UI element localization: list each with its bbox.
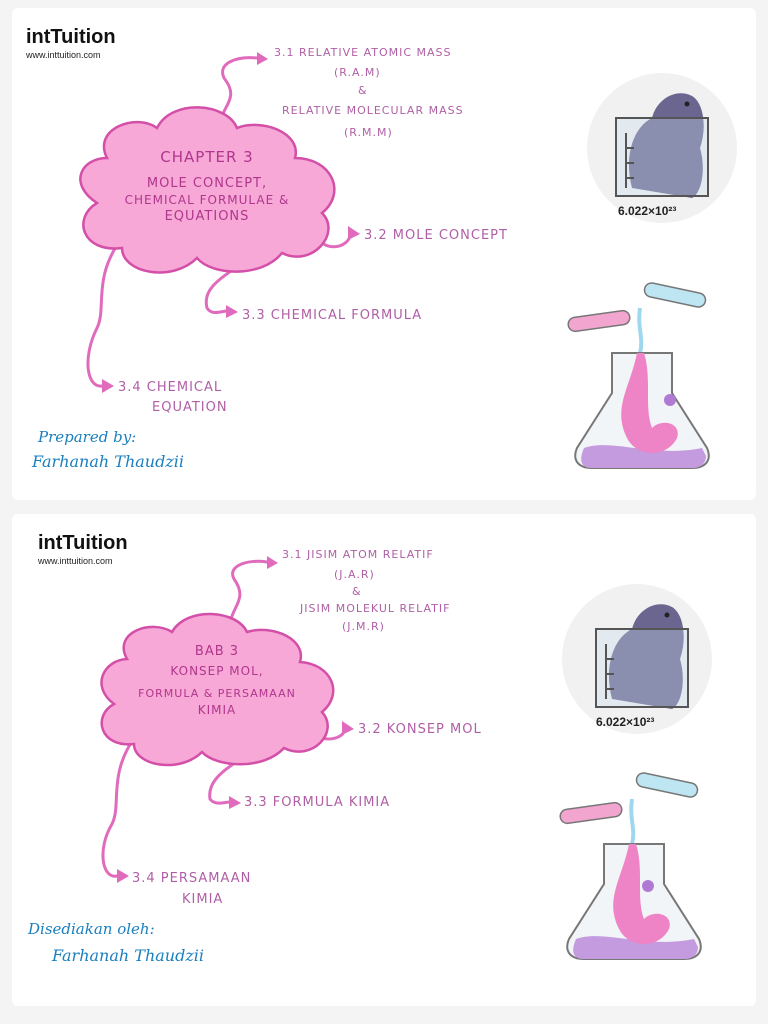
branch-line-3-3: [204, 261, 244, 314]
mind-map-drawing: [100, 556, 712, 960]
branch-3-3: 3.3 FORMULA KIMIA: [244, 795, 391, 810]
avogadro-label: 6.022×10²³: [596, 715, 655, 729]
signature-name: Farhanah Thaudzii: [32, 452, 185, 471]
arrowhead-3-2: [342, 721, 354, 735]
branch-3-2: 3.2 MOLE CONCEPT: [364, 228, 508, 243]
chapter-subtitle-line2: CHEMICAL FORMULAE &: [124, 193, 290, 207]
chapter-subtitle-line1: KONSEP MOL,: [170, 664, 264, 678]
beaker-icon: [595, 628, 689, 708]
branch-3-4-line1: 3.4 CHEMICAL: [118, 380, 223, 395]
inttuition-logo: intTuition: [38, 532, 128, 554]
arrowhead-3-2: [348, 226, 360, 240]
arrowhead-3-3: [226, 305, 238, 318]
inttuition-logo: intTuition: [26, 26, 116, 48]
branch-3-4-line1: 3.4 PERSAMAAN: [132, 871, 252, 886]
chapter-title: CHAPTER 3: [160, 148, 254, 166]
test-tube-pink-icon: [567, 309, 631, 333]
mole-beaker-illustration: [587, 73, 737, 223]
chapter-title: BAB 3: [194, 644, 240, 659]
mole-icon: [628, 93, 704, 198]
branch-3-1-amp: &: [358, 84, 368, 97]
branch-3-4-line2: EQUATION: [152, 400, 228, 415]
test-tube-blue-icon: [635, 772, 699, 798]
logo-url: www.inttuition.com: [26, 50, 101, 60]
chapter-cloud: [100, 612, 335, 767]
branch-3-1-line4: (J.M.R): [342, 620, 385, 633]
chapter-title-block: CHAPTER 3 MOLE CONCEPT, CHEMICAL FORMULA…: [107, 148, 307, 224]
flask-illustration: [559, 772, 702, 960]
mole-icon: [608, 604, 684, 709]
branch-3-1-line2: (R.A.M): [334, 66, 381, 79]
arrowhead-3-3: [229, 796, 241, 809]
english-mind-map-panel: intTuition www.inttuition.com CHAPTER 3 …: [12, 8, 756, 500]
arrowhead-3-4: [117, 869, 129, 883]
branch-3-2: 3.2 KONSEP MOL: [358, 722, 482, 737]
branch-3-1-line3: JISIM MOLEKUL RELATIF: [300, 602, 451, 615]
chapter-subtitle-line2: FORMULA & PERSAMAAN: [138, 687, 296, 700]
mind-map-drawing: [79, 52, 737, 469]
branch-line-3-4: [101, 732, 139, 878]
test-tube-blue-icon: [643, 282, 707, 308]
branch-line-3-3: [208, 752, 249, 805]
signature-name: Farhanah Thaudzii: [52, 946, 205, 965]
arrowhead-3-4: [102, 379, 114, 393]
branch-3-3: 3.3 CHEMICAL FORMULA: [242, 308, 423, 323]
arrowhead-3-1: [267, 556, 278, 569]
branch-3-1-line4: (R.M.M): [344, 126, 393, 139]
branch-3-1-line3: RELATIVE MOLECULAR MASS: [282, 104, 464, 117]
logo-url: www.inttuition.com: [38, 556, 113, 566]
branch-3-1-line1: 3.1 JISIM ATOM RELATIF: [282, 548, 434, 561]
beaker-icon: [615, 117, 709, 197]
branch-line-3-4: [86, 236, 124, 388]
avogadro-label: 6.022×10²³: [618, 204, 677, 218]
mole-beaker-illustration: [562, 584, 712, 734]
chapter-title-block: BAB 3 KONSEP MOL, FORMULA & PERSAMAAN KI…: [122, 644, 312, 717]
branch-3-1-amp: &: [352, 585, 362, 598]
signature-label: Prepared by:: [38, 428, 137, 446]
chapter-subtitle-line3: EQUATIONS: [164, 209, 250, 224]
malay-mind-map-panel: intTuition www.inttuition.com BAB 3 KONS…: [12, 514, 756, 1006]
branch-3-4-line2: KIMIA: [182, 892, 224, 907]
arrowhead-3-1: [257, 52, 268, 65]
test-tube-pink-icon: [559, 801, 623, 825]
branch-3-1-line2: (J.A.R): [334, 568, 375, 581]
branch-3-1-line1: 3.1 RELATIVE ATOMIC MASS: [274, 46, 452, 59]
chapter-cloud: [79, 106, 336, 274]
flask-illustration: [567, 282, 710, 469]
signature-label: Disediakan oleh:: [28, 920, 155, 938]
chapter-subtitle-line1: MOLE CONCEPT,: [146, 176, 268, 191]
chapter-subtitle-line3: KIMIA: [197, 703, 237, 717]
